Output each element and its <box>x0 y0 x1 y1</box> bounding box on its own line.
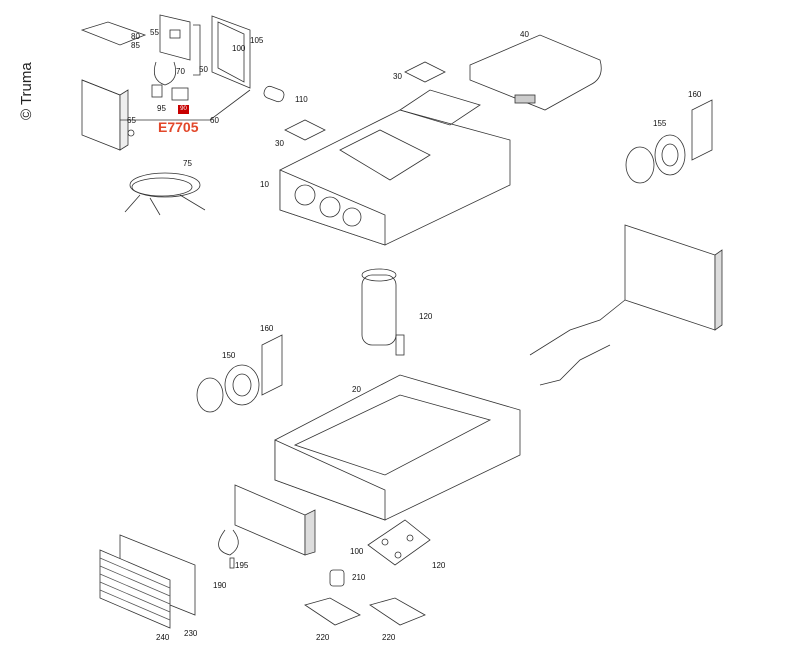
copyright-text: © Truma <box>18 62 35 120</box>
part-label[interactable]: 190 <box>213 581 227 590</box>
lower-housing <box>274 374 521 521</box>
part-label[interactable]: 30 <box>393 72 402 81</box>
grille <box>99 549 171 629</box>
fan-right <box>625 99 713 184</box>
part-label[interactable]: 150 <box>222 351 236 360</box>
part-label[interactable]: 95 <box>157 104 166 113</box>
drain-cup <box>329 569 345 587</box>
part-label[interactable]: 20 <box>352 385 361 394</box>
part-label[interactable]: 120 <box>419 312 433 321</box>
part-label[interactable]: 240 <box>156 633 170 642</box>
part-label[interactable]: 60 <box>210 116 219 125</box>
floor-grids <box>304 597 426 626</box>
wiring-harness <box>124 172 206 216</box>
evaporator <box>234 484 316 556</box>
part-label[interactable]: 65 <box>127 116 136 125</box>
part-label[interactable]: 160 <box>260 324 274 333</box>
part-label[interactable]: 220 <box>316 633 330 642</box>
part-label[interactable]: 100 <box>232 44 246 53</box>
part-label[interactable]: 80 <box>131 32 140 41</box>
sensor <box>218 529 239 569</box>
highlighted-part-code: E7705 <box>158 119 199 135</box>
part-label[interactable]: 100 <box>350 547 364 556</box>
part-label[interactable]: 30 <box>275 139 284 148</box>
part-label[interactable]: 40 <box>520 30 529 39</box>
part-label[interactable]: 75 <box>183 159 192 168</box>
part-label[interactable]: 230 <box>184 629 198 638</box>
upper-housing <box>279 89 511 246</box>
part-label[interactable]: 110 <box>295 95 308 104</box>
cover-plate <box>469 34 602 111</box>
fan-left <box>196 334 283 413</box>
part-label[interactable]: 105 <box>250 36 264 45</box>
part-label[interactable]: 155 <box>653 119 667 128</box>
part-label[interactable]: 70 <box>176 67 185 76</box>
highlighted-part-marker[interactable]: 90 <box>178 105 189 114</box>
insulation-pads <box>284 61 446 141</box>
part-label[interactable]: 55 <box>150 28 159 37</box>
part-label[interactable]: 210 <box>352 573 366 582</box>
part-label[interactable]: 85 <box>131 41 140 50</box>
mounting-plate <box>120 15 285 121</box>
control-box-cover <box>80 21 147 151</box>
circuit-board <box>151 14 201 101</box>
compressor <box>361 268 405 356</box>
condenser <box>529 224 723 386</box>
base-plate <box>367 519 431 566</box>
part-label[interactable]: 195 <box>235 561 249 570</box>
part-label[interactable]: 10 <box>260 180 269 189</box>
part-label[interactable]: 160 <box>688 90 702 99</box>
part-label[interactable]: 220 <box>382 633 396 642</box>
part-label[interactable]: 120 <box>432 561 446 570</box>
part-label[interactable]: 50 <box>199 65 208 74</box>
